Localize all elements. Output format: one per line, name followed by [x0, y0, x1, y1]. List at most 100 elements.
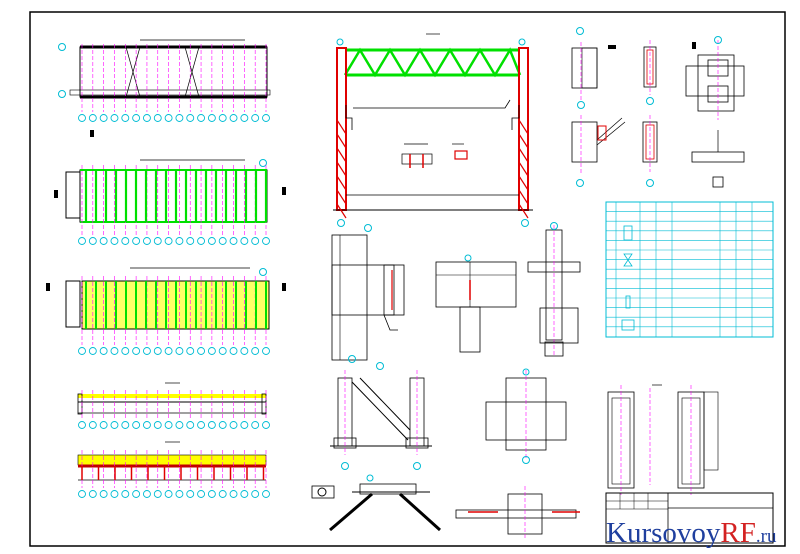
axis-bubble — [197, 490, 206, 498]
axis-bubble — [99, 490, 108, 498]
axis-bubble — [262, 347, 270, 355]
plan-bracing — [58, 39, 271, 137]
axis-bubble — [142, 490, 151, 498]
column-elevation-details — [607, 384, 719, 495]
axis-bubble — [186, 347, 195, 355]
table-grid — [606, 202, 773, 337]
watermark-part-1: Kursovoy — [606, 517, 721, 549]
axis-bubble — [132, 421, 141, 429]
column-lattice — [336, 119, 529, 219]
lattice-bar — [336, 133, 347, 149]
axis-bubble — [262, 237, 270, 245]
lattice-bar — [518, 203, 529, 219]
watermark-logo: KursovoyRF.ru — [606, 516, 796, 550]
axis-bubble — [88, 237, 97, 245]
lattice-bar — [336, 147, 347, 163]
axis-bubble — [218, 421, 227, 429]
axis-bubble — [240, 237, 249, 245]
axis-bubble — [229, 421, 238, 429]
axis-bubble — [132, 347, 141, 355]
axis-bubble — [229, 114, 238, 122]
axis-bubble — [164, 237, 173, 245]
axis-bubble — [197, 237, 206, 245]
axis-bubble — [110, 347, 119, 355]
axis-bubble — [186, 490, 195, 498]
axis-bubble — [251, 421, 260, 429]
axis-bubble — [88, 421, 97, 429]
axis-bubble — [153, 237, 162, 245]
axis-bubble — [218, 490, 227, 498]
axis-bubble — [186, 114, 195, 122]
axis-bubble — [218, 114, 227, 122]
axis-bubble — [153, 114, 162, 122]
axis-bubble — [121, 421, 130, 429]
axis-bubble — [175, 490, 184, 498]
plan-trusses — [54, 159, 286, 223]
bracing-node-details — [330, 362, 432, 470]
lattice-bar — [336, 175, 347, 191]
axis-bubble — [262, 114, 270, 122]
lattice-bar — [336, 161, 347, 177]
axis-bubble — [110, 490, 119, 498]
axis-bubble — [175, 237, 184, 245]
lattice-bar — [336, 119, 347, 135]
axis-bubble — [78, 490, 86, 498]
axis-bubble — [164, 421, 173, 429]
axis-bubble — [240, 421, 249, 429]
lattice-bar — [518, 133, 529, 149]
title-block — [605, 492, 774, 544]
axis-bubble — [88, 114, 97, 122]
column-splice-detail — [485, 368, 567, 464]
axis-bubble — [78, 237, 86, 245]
purlin-plan-members — [85, 281, 267, 329]
axis-bubble — [251, 347, 260, 355]
axis-bubble — [240, 490, 249, 498]
axis-bubble — [240, 347, 249, 355]
axis-bubble — [175, 421, 184, 429]
axis-bubble — [251, 490, 260, 498]
axis-bubble — [262, 490, 270, 498]
axis-bubble — [218, 237, 227, 245]
lattice-bar — [336, 189, 347, 205]
axis-bubble — [110, 237, 119, 245]
axis-bubble — [88, 490, 97, 498]
axis-grid — [78, 276, 270, 355]
watermark-part-3: .ru — [755, 526, 777, 547]
axis-bubble — [99, 114, 108, 122]
axis-bubble — [153, 490, 162, 498]
lattice-bar — [336, 203, 347, 219]
axis-bubble — [78, 347, 86, 355]
axis-bubble — [229, 237, 238, 245]
axis-bubble — [240, 114, 249, 122]
axis-grid — [78, 390, 270, 429]
axis-bubble — [164, 114, 173, 122]
axis-bubble — [99, 347, 108, 355]
axis-bubble — [164, 347, 173, 355]
axis-bubble — [207, 114, 216, 122]
axis-bubble — [132, 237, 141, 245]
axis-bubble — [207, 237, 216, 245]
axis-bubble — [121, 347, 130, 355]
elevation-longitudinal-2 — [77, 441, 267, 481]
axis-bubble — [142, 421, 151, 429]
axis-bubble — [251, 114, 260, 122]
axis-bubble — [186, 421, 195, 429]
lattice-bar — [518, 161, 529, 177]
axis-bubble — [175, 347, 184, 355]
axis-bubble — [78, 421, 86, 429]
axis-bubble — [99, 237, 108, 245]
axis-grid — [78, 165, 270, 245]
axis-bubble — [153, 347, 162, 355]
axis-bubble — [229, 347, 238, 355]
axis-bubble — [153, 421, 162, 429]
plan-views — [46, 39, 286, 498]
frame-section — [333, 33, 533, 227]
crane-beam-details — [401, 143, 468, 168]
axis-bubble — [186, 237, 195, 245]
node-details-top — [571, 27, 745, 188]
elevation-posts — [81, 466, 265, 480]
axis-bubble — [207, 421, 216, 429]
axis-bubble — [197, 421, 206, 429]
axis-bubble — [88, 347, 97, 355]
